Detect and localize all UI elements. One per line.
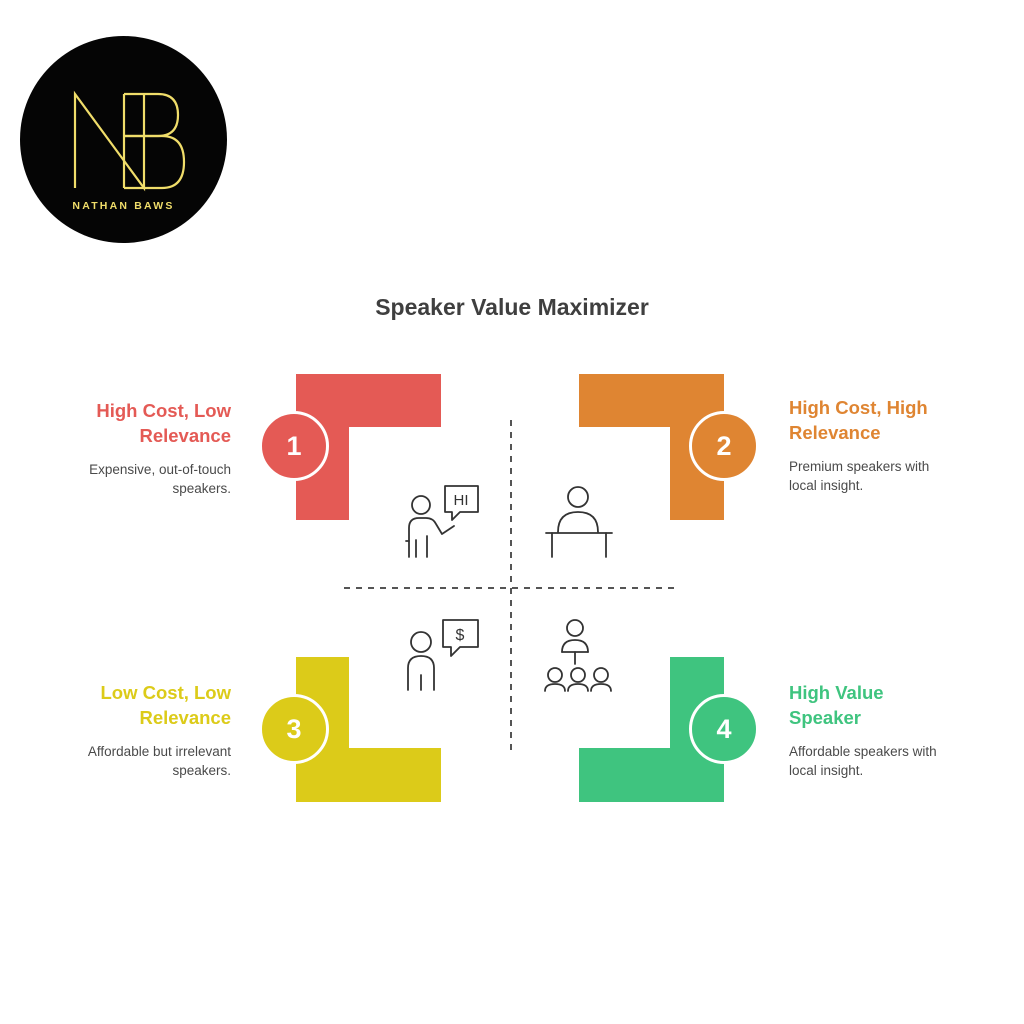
quadrant-4-desc-line2: local insight.	[789, 763, 864, 778]
presenter-hi-speech-icon	[405, 485, 479, 558]
quadrant-2-shape	[579, 374, 724, 520]
nb-monogram-icon	[73, 90, 186, 192]
quadrant-3-desc-line1: Affordable but irrelevant	[87, 744, 231, 759]
quadrant-1-description: Expensive, out-of-touch speakers.	[89, 460, 231, 498]
quadrant-1-heading: High Cost, Low Relevance	[96, 399, 231, 448]
quadrant-4-heading-line2: Speaker	[789, 706, 861, 728]
quadrant-4-heading: High Value Speaker	[789, 681, 884, 730]
quadrant-4-number-badge: 4	[689, 694, 759, 764]
quadrant-4-heading-line1: High Value	[789, 682, 884, 703]
speaker-audience-icon	[544, 619, 612, 692]
quadrant-2-heading-line1: High Cost, High	[789, 397, 928, 418]
quadrant-2-heading: High Cost, High Relevance	[789, 396, 928, 445]
quadrant-2-heading-line2: Relevance	[789, 421, 881, 443]
person-dollar-speech-icon	[407, 619, 479, 691]
quadrant-3-shape	[296, 657, 441, 802]
quadrant-3-description: Affordable but irrelevant speakers.	[88, 742, 231, 780]
quadrant-2-number-badge: 2	[689, 411, 759, 481]
quadrant-4-desc-line1: Affordable speakers with	[789, 744, 937, 759]
quadrant-1-desc-line1: Expensive, out-of-touch	[89, 462, 231, 477]
quadrant-1-heading-line1: High Cost, Low	[96, 400, 231, 421]
quadrant-3-desc-line2: speakers.	[172, 763, 231, 778]
podium-speaker-icon	[545, 486, 613, 558]
dollar-bubble-text: $	[456, 627, 465, 644]
quadrant-3-number-badge: 3	[259, 694, 329, 764]
quadrant-4-description: Affordable speakers with local insight.	[789, 742, 937, 780]
quadrant-2-desc-line1: Premium speakers with	[789, 459, 930, 474]
quadrant-1-shape	[296, 374, 441, 520]
quadrant-3-heading: Low Cost, Low Relevance	[100, 681, 231, 730]
quadrant-3-heading-line2: Relevance	[139, 706, 231, 728]
brand-logo: NATHAN BAWS	[20, 36, 227, 243]
quadrant-4-shape	[579, 657, 724, 802]
quadrant-3-heading-line1: Low Cost, Low	[100, 682, 231, 703]
hi-bubble-text: HI	[454, 492, 469, 509]
quadrant-1-heading-line2: Relevance	[139, 424, 231, 446]
diagram-title: Speaker Value Maximizer	[375, 294, 649, 320]
quadrant-2-description: Premium speakers with local insight.	[789, 457, 929, 495]
quadrant-2-desc-line2: local insight.	[789, 478, 864, 493]
quadrant-1-desc-line2: speakers.	[172, 481, 231, 496]
quadrant-1-number-badge: 1	[259, 411, 329, 481]
brand-name: NATHAN BAWS	[72, 200, 175, 212]
